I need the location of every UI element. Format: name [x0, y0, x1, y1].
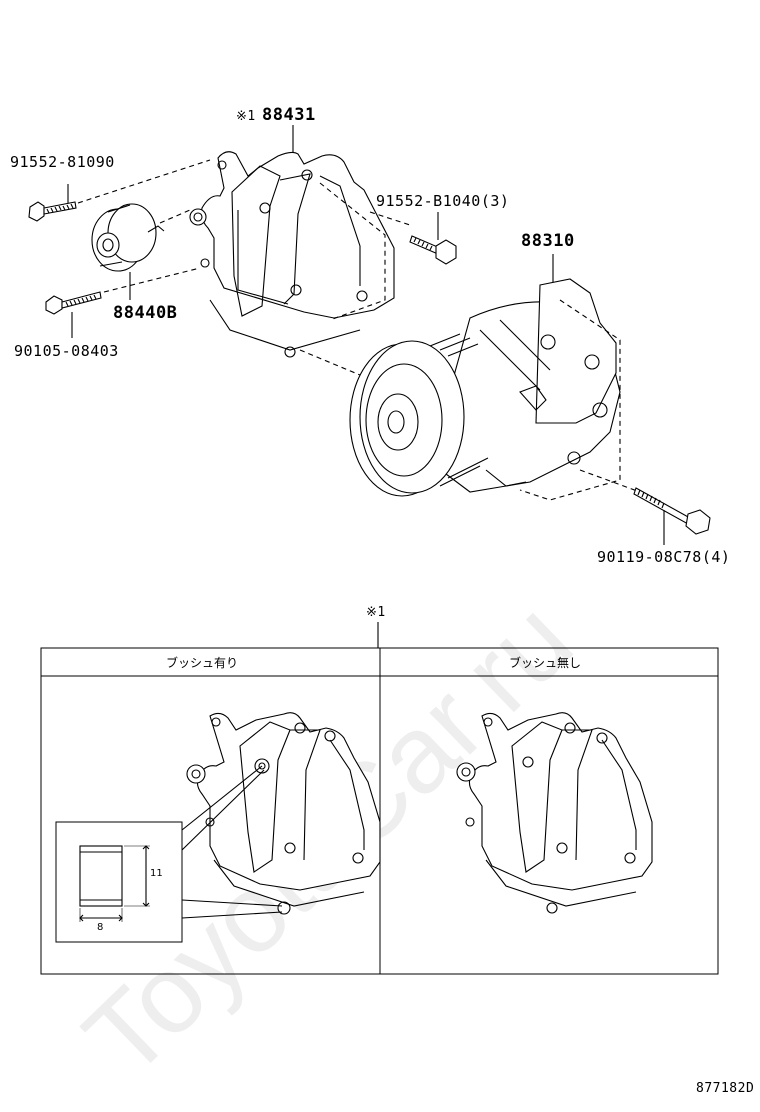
- label-91552-81090: 91552-81090: [10, 153, 115, 171]
- detail-mark: ※1: [366, 605, 386, 620]
- bracket-mark: ※1: [236, 109, 256, 124]
- bolt-90105-08403-icon: [45, 291, 102, 338]
- label-90119-08C78: 90119-08C78(4): [597, 548, 731, 566]
- bracket-88431-icon: [189, 125, 395, 358]
- bolt-91552-B1040-icon: [409, 212, 457, 265]
- dimension-height: 11: [150, 868, 163, 879]
- dimension-width: 8: [97, 922, 104, 933]
- label-88310: 88310: [521, 231, 575, 251]
- bracket-without-bush-icon: [456, 712, 653, 914]
- header-without-bush: ブッシュ無し: [509, 656, 582, 670]
- bolt-90119-08C78-icon: [633, 487, 711, 545]
- bush-detail-box: [55, 765, 283, 943]
- header-with-bush: ブッシュ有り: [166, 656, 239, 670]
- detail-table: [40, 622, 719, 975]
- label-88440B: 88440B: [113, 303, 178, 323]
- compressor-88310-icon: [349, 254, 621, 497]
- bolt-91552-81090-icon: [28, 184, 77, 222]
- label-90105-08403: 90105-08403: [14, 342, 119, 360]
- idler-pulley-icon: [91, 203, 165, 272]
- label-88431: 88431: [262, 105, 316, 125]
- bracket-with-bush-icon: [186, 712, 381, 915]
- label-91552-B1040: 91552-B1040(3): [376, 192, 510, 210]
- diagram-code: 877182D: [696, 1081, 755, 1096]
